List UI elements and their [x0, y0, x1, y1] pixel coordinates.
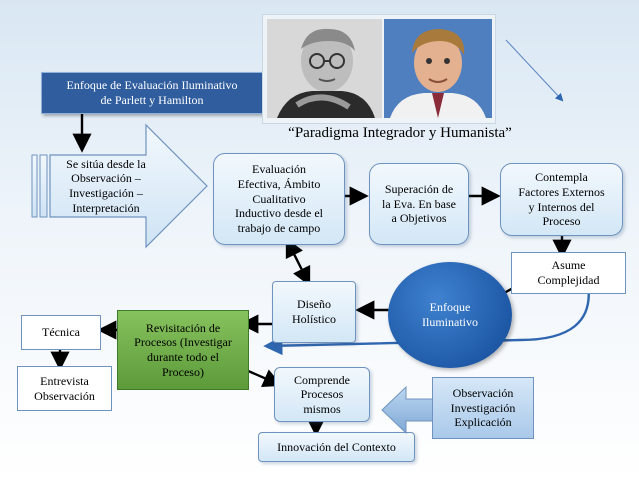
arrow-revisitacion-to-comprende: [245, 368, 283, 388]
quote-text: “Paradigma Integrador y Humanista”: [288, 124, 512, 141]
node-innovacion: Innovación del Contexto: [258, 432, 415, 462]
node-observacion: Observación Investigación Explicación: [432, 377, 534, 439]
photo-hamilton: [384, 19, 492, 118]
title-box: Enfoque de Evaluación Iluminativo de Par…: [41, 72, 263, 114]
node-enfoque: Enfoque Iluminativo: [388, 262, 512, 368]
diagonal-line: [505, 39, 564, 102]
node-comprende: Comprende Procesos mismos: [274, 367, 370, 422]
arrow-eval-diseno: [285, 237, 311, 287]
person-left-icon: [267, 19, 382, 118]
node-evaluacion: Evaluación Efectiva, Ámbito Cualitativo …: [213, 153, 345, 245]
node-contempla: Contempla Factores Externos y Internos d…: [500, 163, 623, 236]
node-diseno: Diseño Holístico: [272, 281, 356, 343]
node-entrevista: Entrevista Observación: [17, 366, 112, 411]
node-revisitacion: Revisitación de Procesos (Investigar dur…: [117, 310, 249, 390]
arrow-block-shape: [31, 123, 208, 249]
photo-parlett: [267, 19, 382, 118]
node-tecnica: Técnica: [21, 315, 101, 350]
node-asume: Asume Complejidad: [511, 252, 626, 294]
person-right-icon: [384, 19, 492, 118]
left-arrow-shape: [381, 385, 439, 435]
node-superacion: Superación de la Eva. En base a Objetivo…: [369, 163, 469, 245]
arrow-block-text: Se sitúa desde la Observación – Investig…: [66, 156, 146, 215]
